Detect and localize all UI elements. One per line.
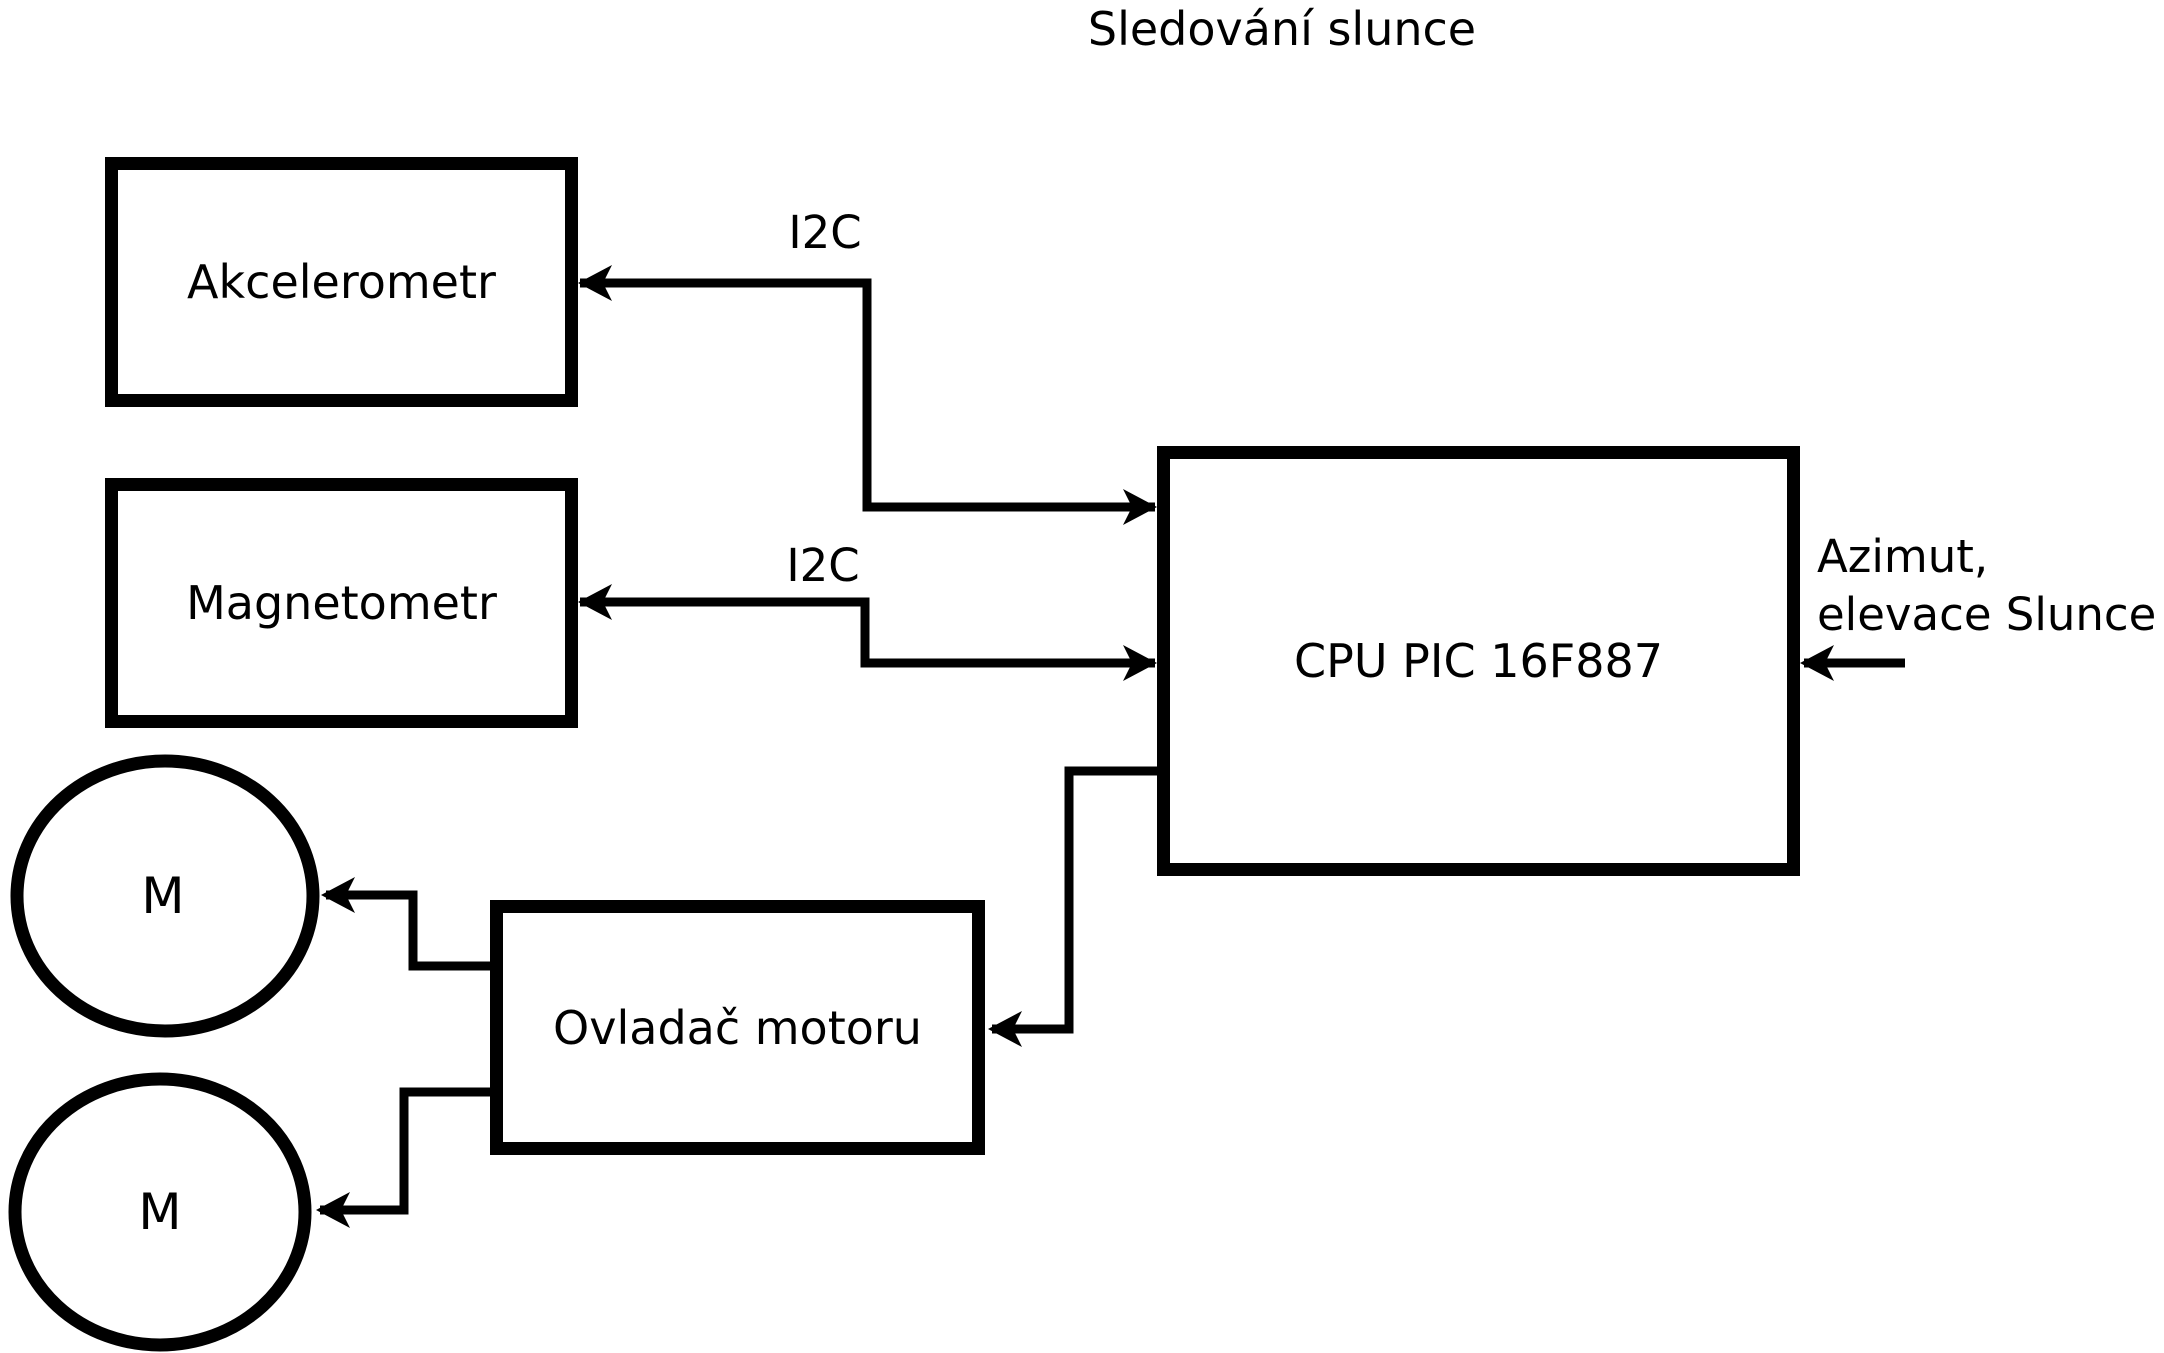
i2c-magnetometr-line	[580, 597, 1155, 668]
motor-top-label: M	[141, 867, 185, 925]
block-motor-driver: Ovladač motoru	[490, 900, 985, 1155]
label-azimut-line2: elevace Slunce	[1817, 588, 2157, 641]
cpu-motor-driver-line	[992, 766, 1157, 1034]
block-akcelerometr-label: Akcelerometr	[187, 255, 496, 309]
block-akcelerometr: Akcelerometr	[105, 157, 578, 407]
i2c-akcelerometr-line	[580, 278, 1155, 512]
diagram-title: Sledování slunce	[1087, 2, 1477, 56]
motor-driver-motor-top-arrowhead	[321, 877, 355, 913]
label-azimut-line1: Azimut,	[1817, 530, 1989, 583]
motor-bottom-label: M	[138, 1183, 182, 1241]
azimut-input-arrowhead	[1800, 645, 1834, 681]
label-i2c-akcelerometr: I2C	[788, 206, 862, 259]
block-cpu-label: CPU PIC 16F887	[1294, 634, 1663, 688]
motor-driver-motor-top-line	[326, 890, 490, 971]
i2c-akcelerometr-arrowhead-right	[1123, 489, 1157, 525]
motor-driver-motor-bottom-line	[320, 1087, 490, 1215]
label-i2c-magnetometr: I2C	[786, 539, 860, 592]
block-cpu: CPU PIC 16F887	[1157, 446, 1800, 876]
label-azimut-elevace: Azimut, elevace Slunce	[1817, 528, 2156, 644]
motor-top-circle	[10, 754, 320, 1038]
i2c-magnetometr-arrowhead-left	[578, 584, 612, 620]
block-magnetometr-label: Magnetometr	[186, 576, 497, 630]
i2c-akcelerometr-arrowhead-left	[578, 265, 612, 301]
motor-driver-motor-bottom-arrowhead	[316, 1192, 350, 1228]
block-magnetometr: Magnetometr	[105, 478, 578, 728]
i2c-magnetometr-arrowhead-right	[1123, 645, 1157, 681]
motor-bottom-circle	[8, 1072, 312, 1352]
block-motor-driver-label: Ovladač motoru	[553, 1000, 922, 1055]
cpu-motor-driver-arrowhead	[988, 1011, 1022, 1047]
